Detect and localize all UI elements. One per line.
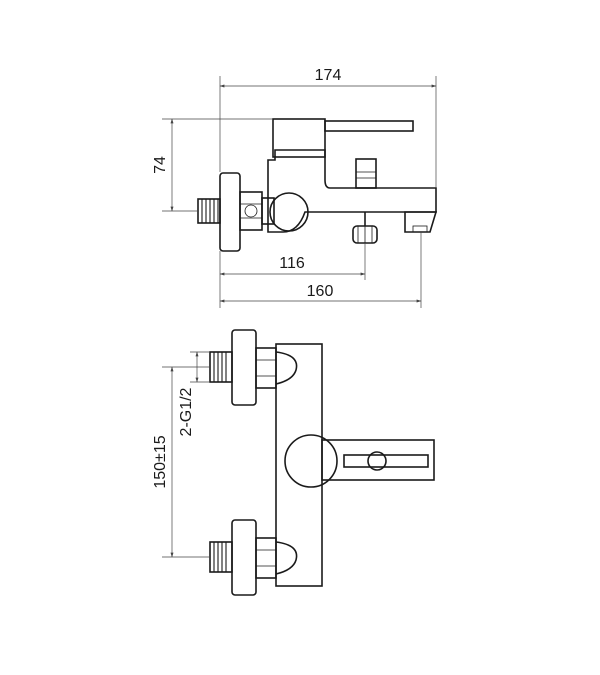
top-hex-nut — [255, 347, 277, 389]
side-wall-flange — [219, 172, 241, 252]
side-spout-tip — [404, 211, 438, 233]
side-control-ball — [269, 192, 309, 232]
side-diverter-knob — [355, 158, 377, 189]
dim-label-174: 174 — [315, 67, 342, 84]
front-view: 150±15 2-G1/2 — [152, 329, 435, 596]
dim-label-74: 74 — [152, 156, 169, 174]
side-hex-nut — [239, 191, 263, 231]
dim-label-160: 160 — [307, 283, 334, 300]
top-inlet-thread — [209, 351, 233, 383]
side-inlet-thread — [197, 198, 221, 224]
front-mixer-body — [275, 343, 323, 587]
bottom-flange — [231, 519, 257, 596]
side-lever — [324, 120, 414, 132]
dim-label-150: 150±15 — [152, 435, 169, 488]
bottom-s-union — [275, 541, 298, 575]
bottom-inlet-thread — [209, 541, 233, 573]
top-flange — [231, 329, 257, 406]
side-mixer-body — [267, 149, 437, 233]
dim-label-116: 116 — [279, 255, 305, 272]
dim-label-thread: 2-G1/2 — [178, 387, 195, 436]
side-shower-outlet — [352, 212, 378, 244]
bottom-hex-nut — [255, 537, 277, 579]
front-control-ball — [284, 434, 338, 488]
side-handle-cap — [272, 118, 326, 158]
side-view: 174 74 116 160 — [152, 67, 438, 308]
front-spout — [321, 439, 435, 481]
top-s-union — [275, 351, 298, 385]
